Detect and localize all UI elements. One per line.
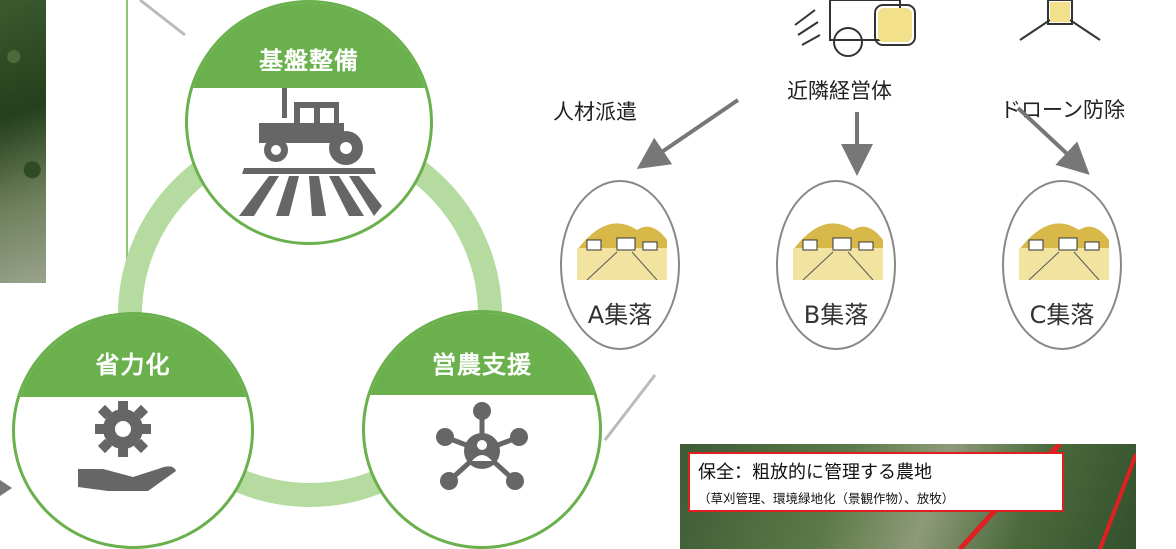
village-scene-icon xyxy=(577,223,667,280)
village-label-a: A集落 xyxy=(587,301,653,329)
photo-caption-title: 保全：粗放的に管理する農地 xyxy=(698,462,932,483)
node-farming-support: 営農支援 xyxy=(362,310,602,549)
harvester-illustration xyxy=(794,0,916,57)
aerial-photo-left xyxy=(0,0,46,283)
support-label-staffing: 人材派遣 xyxy=(553,100,637,124)
village-c: C集落 xyxy=(1002,180,1122,350)
village-b: B集落 xyxy=(776,180,896,350)
village-label-c: C集落 xyxy=(1029,301,1095,329)
node-label-infrastructure: 基盤整備 xyxy=(259,47,359,75)
node-labor-saving: 省力化 xyxy=(12,312,254,549)
village-scene-icon xyxy=(1019,223,1109,280)
photo-caption-box: 保全：粗放的に管理する農地 （草刈管理、環境緑地化（景観作物）、放牧） xyxy=(688,452,1064,512)
node-label-labor-saving: 省力化 xyxy=(95,351,171,379)
village-scene-icon xyxy=(793,223,883,280)
support-label-neighbor: 近隣経営体 xyxy=(787,79,892,103)
node-infrastructure: 基盤整備 xyxy=(185,0,433,245)
gear-hand-icon xyxy=(78,401,176,491)
network-hub-icon xyxy=(436,402,528,490)
conservation-photo: 保全：粗放的に管理する農地 （草刈管理、環境緑地化（景観作物）、放牧） xyxy=(680,444,1136,549)
photo-caption-subtitle: （草刈管理、環境緑地化（景観作物）、放牧） xyxy=(698,491,955,506)
village-a: A集落 xyxy=(560,180,680,350)
tractor-field-icon xyxy=(239,88,382,216)
drone-illustration xyxy=(1019,0,1101,41)
village-label-b: B集落 xyxy=(803,301,869,329)
node-label-farming-support: 営農支援 xyxy=(432,351,532,379)
